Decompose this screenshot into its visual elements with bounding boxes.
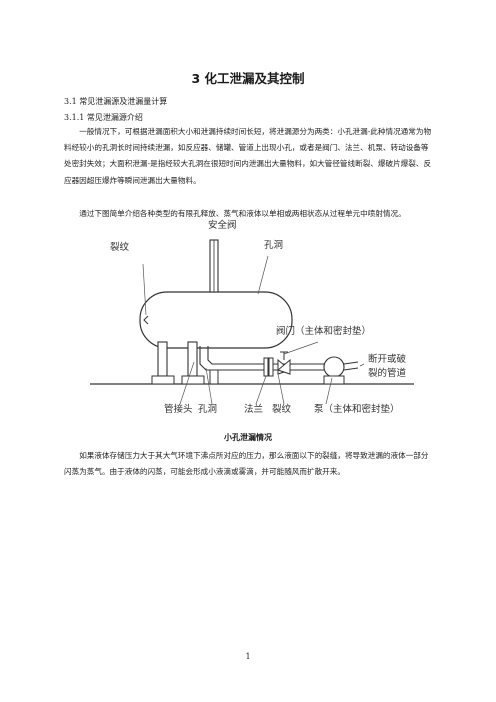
label-valve: 阀门（主体和密封垫） — [276, 325, 371, 337]
pump-base — [323, 375, 345, 385]
vessel-crack-mark — [143, 315, 149, 325]
label-fitting: 管接头 — [164, 403, 193, 415]
label-safety-valve: 安全阀 — [208, 219, 237, 231]
vessel-foot-left — [151, 375, 175, 385]
pipe-support-left — [209, 369, 219, 385]
page-number: 1 — [245, 652, 251, 661]
label-pump: 泵（主体和密封垫） — [314, 403, 400, 415]
label-broken-pipe-1: 断开或破 — [368, 353, 407, 365]
label-crack-bottom: 裂纹 — [272, 403, 292, 415]
vessel-foot-right — [181, 375, 205, 385]
pump-casing — [323, 356, 345, 378]
vessel-leg-left — [157, 341, 168, 377]
label-broken-pipe-2: 裂的管道 — [368, 367, 407, 379]
vessel-body — [139, 291, 293, 349]
flange — [263, 357, 269, 377]
vessel-leg-right — [187, 341, 198, 377]
paragraph-diagram-intro: 通过下图简单介绍各种类型的有限孔释放、蒸气和液体以单相或两相状态从过程单元中喷射… — [79, 209, 406, 218]
leak-sources-diagram: 安全阀 裂纹 孔洞 阀门（主体和密封垫） 断开或破 裂的管道 管接头 孔洞 法兰… — [90, 219, 414, 415]
label-hole-bottom: 孔洞 — [198, 404, 217, 415]
paragraph-flashing: 如果液体存储压力大于其大气环境下沸点所对应的压力，那么液面以下的裂缝，将导致泄漏… — [64, 451, 429, 477]
section-heading-3-1-1: 3.1.1 常见泄漏源介绍 — [64, 113, 143, 122]
label-crack-top: 裂纹 — [110, 241, 130, 253]
paragraph-leak-types: 一般情况下，可根据泄漏面积大小和泄漏持续时间长短，将泄漏源分为两类：小孔泄漏-此… — [64, 127, 432, 185]
figure-caption: 小孔泄漏情况 — [224, 432, 272, 442]
chapter-title: 3 化工泄漏及其控制 — [191, 71, 305, 86]
label-hole-top: 孔洞 — [264, 240, 283, 251]
outlet-pipe-outer — [199, 346, 344, 371]
label-flange: 法兰 — [244, 403, 263, 415]
section-heading-3-1: 3.1 常见泄漏源及泄漏量计算 — [64, 97, 168, 106]
outlet-pipe-inner — [207, 346, 344, 365]
